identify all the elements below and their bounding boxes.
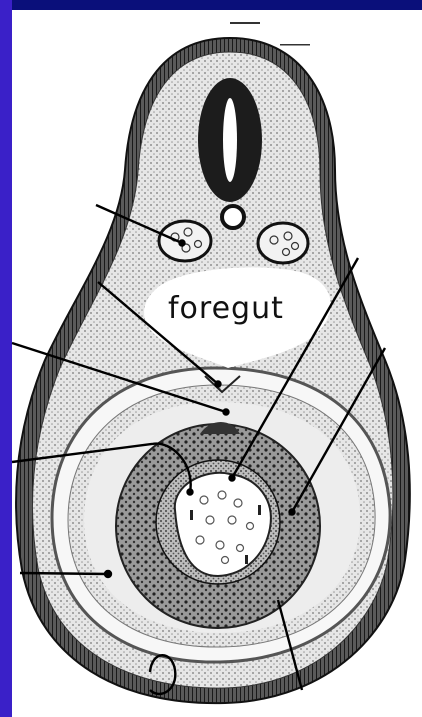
- leader-dot-4: [188, 490, 193, 495]
- dorsal-aorta-right: [258, 223, 308, 263]
- leader-dot-5: [105, 571, 111, 577]
- notochord: [222, 206, 244, 228]
- leader-dot-6: [230, 476, 235, 481]
- leader-dot-3: [224, 410, 229, 415]
- neural-canal: [223, 98, 237, 182]
- leader-dot-2: [216, 382, 221, 387]
- leader-line-5: [20, 573, 108, 574]
- foregut-label: foregut: [168, 291, 284, 326]
- leader-dot-7: [290, 510, 295, 515]
- leader-dot-1: [180, 241, 185, 246]
